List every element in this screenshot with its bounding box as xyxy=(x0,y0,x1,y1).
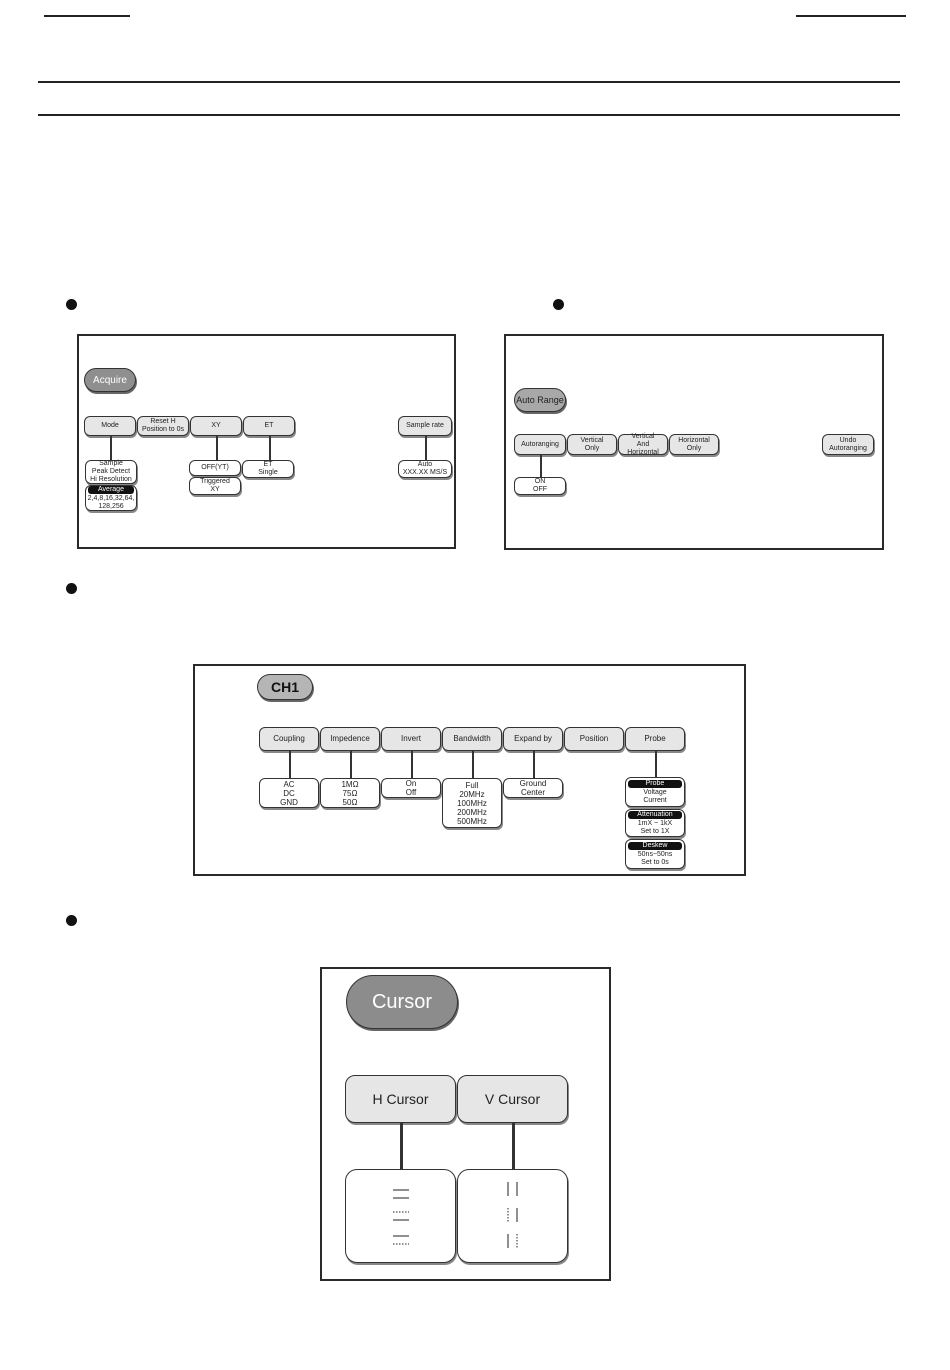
ch1-bandwidth-options: Full 20MHz 100MHz 200MHz 500MHz xyxy=(442,778,502,828)
cursor-h-options xyxy=(345,1169,456,1263)
cursor-line-v xyxy=(512,1123,515,1169)
cursor-root: Cursor xyxy=(346,975,458,1029)
ch1-invert: Invert xyxy=(381,727,441,751)
acquire-sample-rate-options: Auto XXX.XX MS/S xyxy=(398,460,452,478)
acquire-line-sample-rate xyxy=(425,436,427,460)
ch1-coupling: Coupling xyxy=(259,727,319,751)
ch1-line-impedence xyxy=(350,751,352,778)
ch1-deskew-options: Deskew 50ns~50ns Set to 0s xyxy=(625,839,685,869)
acquire-root: Acquire xyxy=(84,368,136,392)
ch1-impedence-options: 1MΩ 75Ω 50Ω xyxy=(320,778,380,808)
ch1-probe-options: Probe Voltage Current xyxy=(625,777,685,807)
acquire-et-options: ET Single xyxy=(242,460,294,478)
acquire-mode: Mode xyxy=(84,416,136,436)
cursor-h: H Cursor xyxy=(345,1075,456,1123)
bullet-ch1 xyxy=(66,583,77,594)
ch1-invert-options: On Off xyxy=(381,778,441,798)
autorange-autoranging: Autoranging xyxy=(514,434,566,455)
ch1-root: CH1 xyxy=(257,674,313,700)
ch1-position: Position xyxy=(564,727,624,751)
ch1-line-bandwidth xyxy=(472,751,474,778)
ch1-diagram: CH1 Coupling Impedence Invert Bandwidth … xyxy=(193,664,746,876)
acquire-xy-options-2: Triggered XY xyxy=(189,477,241,495)
acquire-et: ET xyxy=(243,416,295,436)
ch1-bandwidth: Bandwidth xyxy=(442,727,502,751)
ch1-impedence: Impedence xyxy=(320,727,380,751)
header-rule-left xyxy=(44,15,130,17)
ch1-expand-by: Expand by xyxy=(503,727,563,751)
autorange-autoranging-options: ON OFF xyxy=(514,477,566,495)
acquire-sample-rate: Sample rate xyxy=(398,416,452,436)
cursor-diagram: Cursor H Cursor V Cursor xyxy=(320,967,611,1281)
bullet-cursor xyxy=(66,915,77,926)
bullet-autorange xyxy=(553,299,564,310)
cursor-v-options xyxy=(457,1169,568,1263)
acquire-average-options: Average 2,4,8,16,32,64, 128,256 xyxy=(85,485,137,511)
autorange-root: Auto Range xyxy=(514,388,566,412)
ch1-line-expand xyxy=(533,751,535,778)
ch1-expand-options: Ground Center xyxy=(503,778,563,798)
ch1-probe: Probe xyxy=(625,727,685,751)
acquire-xy: XY xyxy=(190,416,242,436)
acquire-mode-options: Sample Peak Detect Hi Resolution xyxy=(85,460,137,484)
ch1-line-coupling xyxy=(289,751,291,778)
header-rule-right xyxy=(796,15,906,17)
ch1-line-invert xyxy=(411,751,413,778)
autorange-line xyxy=(540,455,542,477)
cursor-v: V Cursor xyxy=(457,1075,568,1123)
vertical-cursor-lines-icon xyxy=(507,1182,517,1248)
ch1-attenuation-options: Attenuation 1mX ~ 1kX Set to 1X xyxy=(625,809,685,837)
bullet-acquire xyxy=(66,299,77,310)
acquire-line-mode xyxy=(110,436,112,460)
ch1-line-probe xyxy=(655,751,657,778)
title-rule-bottom xyxy=(38,114,900,116)
acquire-line-et xyxy=(269,436,271,460)
acquire-line-xy xyxy=(216,436,218,460)
cursor-line-h xyxy=(400,1123,403,1169)
title-rule-top xyxy=(38,81,900,83)
horizontal-cursor-lines-icon xyxy=(392,1189,409,1245)
acquire-xy-options-1: OFF(YT) xyxy=(189,460,241,476)
ch1-coupling-options: AC DC GND xyxy=(259,778,319,808)
